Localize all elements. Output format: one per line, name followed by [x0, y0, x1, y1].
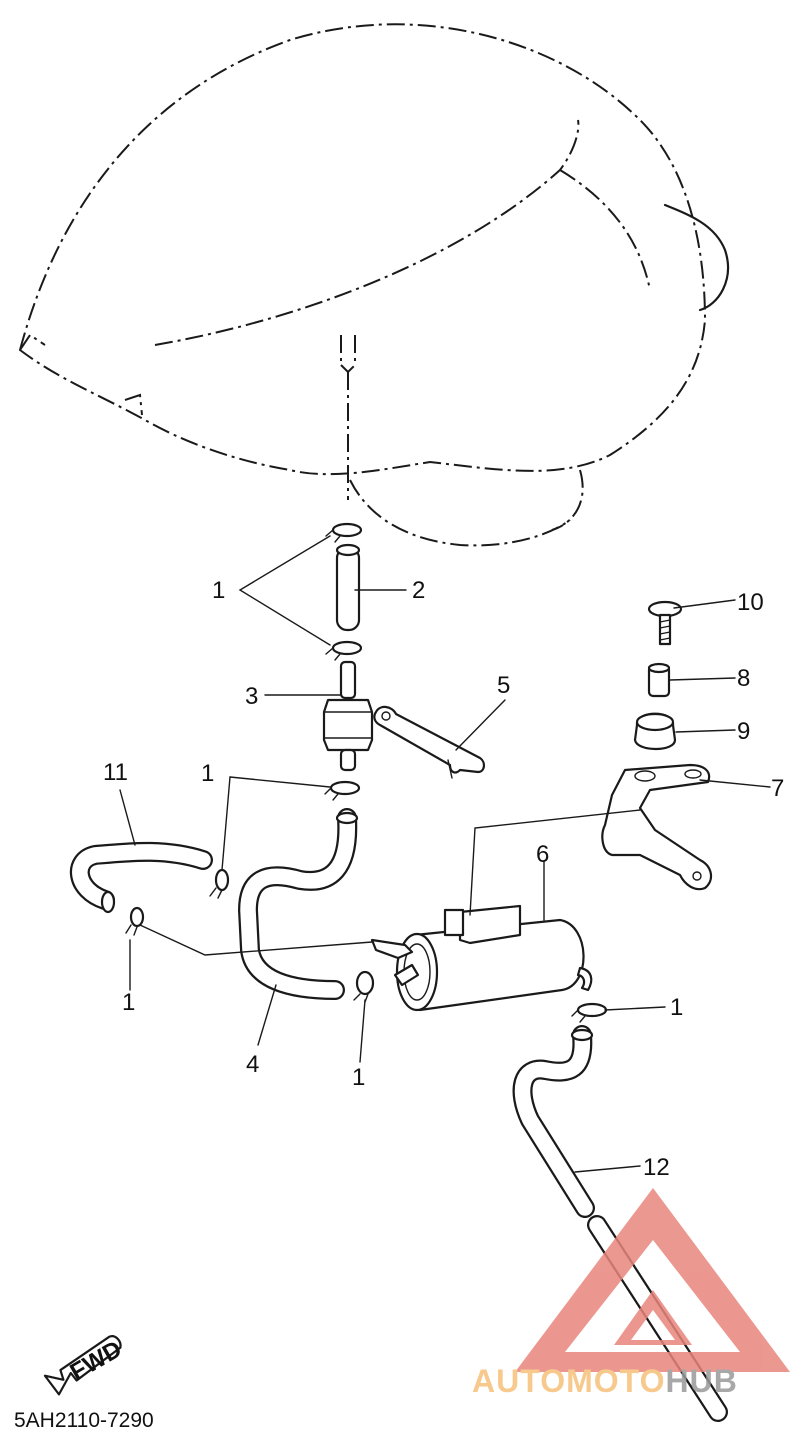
part-code: 5AH2110-7290 [14, 1409, 154, 1432]
watermark-triangle-icon [515, 1188, 790, 1372]
canister-6 [370, 904, 593, 1012]
clip-hose11-left [125, 906, 145, 936]
fuel-filter-3 [322, 660, 374, 772]
callout-1-right: 1 [670, 994, 683, 1021]
lower-clip-2 [325, 640, 363, 661]
callout-1-left: 1 [122, 989, 135, 1016]
callout-9: 9 [737, 718, 750, 745]
callout-12: 12 [643, 1154, 670, 1181]
collar-8 [647, 662, 671, 698]
watermark-text: AUTOMOTOHUB [472, 1363, 738, 1399]
automotohub-watermark-logo: AUTOMOTOHUB [472, 1188, 790, 1399]
callout-10: 10 [737, 589, 764, 616]
callout-2: 2 [412, 577, 425, 604]
clip-hose12-top [571, 1002, 608, 1023]
grommet-9 [633, 712, 677, 751]
callout-7: 7 [771, 775, 784, 802]
callouts: 1 2 3 5 11 1 10 8 9 7 6 1 4 1 1 12 [103, 577, 784, 1181]
clip-hose11-right [209, 868, 230, 899]
callout-1-bottom: 1 [352, 1064, 365, 1091]
callout-1-upper: 1 [212, 577, 225, 604]
fuel-hose-2 [335, 543, 361, 632]
clip-hose4-top [324, 780, 361, 801]
callout-5: 5 [497, 672, 510, 699]
fuel-hose-4 [238, 808, 359, 1000]
callout-3: 3 [245, 683, 258, 710]
callout-11: 11 [103, 759, 128, 786]
bolt-10 [647, 600, 683, 646]
callout-4: 4 [246, 1051, 259, 1078]
callout-8: 8 [737, 665, 750, 692]
callout-1-middle: 1 [201, 760, 214, 787]
fwd-arrow-icon: FWD [43, 1335, 127, 1396]
band-5 [373, 705, 485, 779]
fuel-tank-outline [18, 23, 730, 547]
breather-hose-11 [69, 841, 213, 914]
watermark-automoto: AUTOMOTO [472, 1363, 665, 1399]
callout-6: 6 [536, 841, 549, 868]
bracket-7 [601, 763, 713, 891]
watermark-hub: HUB [665, 1363, 737, 1399]
leader-lines [119, 535, 771, 1173]
upper-clip [325, 522, 363, 543]
clip-hose4-bottom [353, 970, 375, 1003]
fwd-label: FWD [66, 1336, 127, 1387]
